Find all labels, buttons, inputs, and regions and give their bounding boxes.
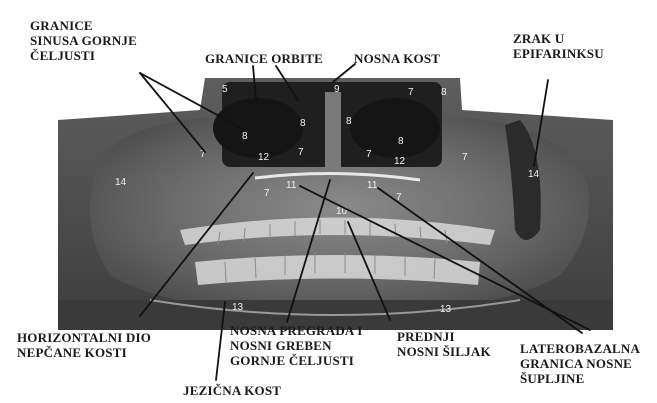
label-jezicna-kost: JEZIČNA KOST <box>183 383 281 398</box>
region-number: 7 <box>298 147 304 158</box>
region-number: 7 <box>264 188 270 199</box>
label-laterobazalna: LATEROBAZALNA GRANICA NOSNE ŠUPLJINE <box>520 341 640 386</box>
label-zrak-u-epifarinksu: ZRAK U EPIFARINKSU <box>513 31 604 61</box>
region-number: 11 <box>286 180 297 191</box>
label-horizontalni-dio: HORIZONTALNI DIO NEPČANE KOSTI <box>17 330 151 360</box>
region-number: 14 <box>528 169 540 180</box>
region-number: 8 <box>300 118 306 129</box>
region-number: 8 <box>441 87 447 98</box>
region-number: 13 <box>232 302 244 313</box>
region-number: 13 <box>440 304 452 315</box>
region-number: 14 <box>115 177 127 188</box>
region-number: 8 <box>346 116 352 127</box>
region-number: 7 <box>462 152 468 163</box>
label-nosna-kost: NOSNA KOST <box>354 51 440 66</box>
label-prednji-nosni-siljak: PREDNJI NOSNI ŠILJAK <box>397 329 491 359</box>
label-granice-orbite: GRANICE ORBITE <box>205 51 323 66</box>
region-number: 7 <box>408 87 414 98</box>
region-number: 5 <box>222 84 228 95</box>
region-number: 12 <box>258 152 270 163</box>
label-nosna-pregrada: NOSNA PREGRADA I NOSNI GREBEN GORNJE ČEL… <box>230 323 363 368</box>
label-granice-sinusa: GRANICE SINUSA GORNJE ČELJUSTI <box>30 18 137 63</box>
region-number: 8 <box>242 131 248 142</box>
region-number: 12 <box>394 156 406 167</box>
region-number: 11 <box>367 180 378 191</box>
region-number: 8 <box>398 136 404 147</box>
region-number: 7 <box>366 149 372 160</box>
region-number: 9 <box>334 84 340 95</box>
